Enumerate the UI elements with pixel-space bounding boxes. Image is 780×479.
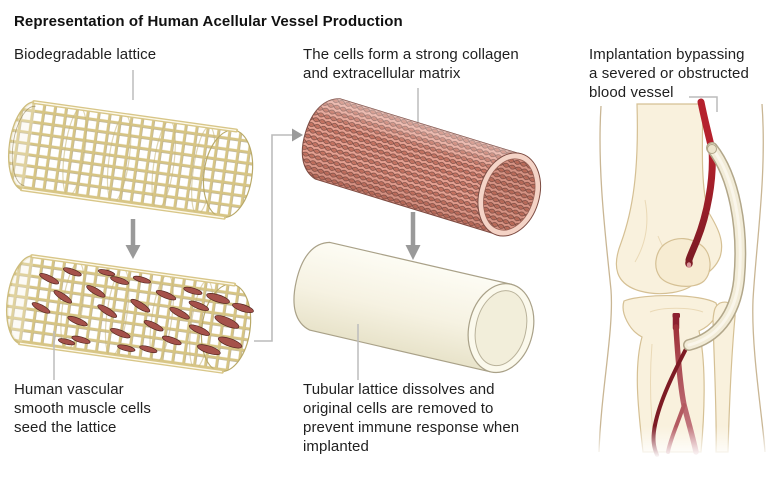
tibia-bone bbox=[622, 295, 718, 453]
bypass-graft bbox=[683, 142, 747, 351]
label-implantation: Implantation bypassing a severed or obst… bbox=[589, 46, 749, 101]
label-seed-cells: Human vascular smooth muscle cells seed … bbox=[14, 381, 151, 436]
label-biodegradable-lattice: Biodegradable lattice bbox=[14, 46, 157, 63]
label-lattice-dissolves: Tubular lattice dissolves and original c… bbox=[303, 381, 520, 455]
acellular-vessel-tube bbox=[293, 241, 535, 374]
process-elbow-arrow bbox=[254, 128, 303, 342]
seed-step-down-arrow bbox=[125, 219, 141, 259]
leader-line-implant bbox=[689, 96, 718, 112]
patella-bone bbox=[655, 238, 711, 287]
limb-illustration bbox=[583, 98, 780, 466]
page-title: Representation of Human Acellular Vessel… bbox=[14, 13, 403, 30]
biodegradable-lattice-tube bbox=[8, 100, 254, 220]
collagen-matrix-tube bbox=[301, 98, 542, 237]
illustration-fade bbox=[583, 426, 780, 466]
limb-contours bbox=[598, 103, 766, 453]
dissolve-step-down-arrow bbox=[405, 212, 421, 260]
label-collagen-matrix: The cells form a strong collagen and ext… bbox=[303, 46, 519, 82]
muscle-cells bbox=[31, 267, 254, 356]
seeded-lattice-tube bbox=[6, 254, 254, 374]
